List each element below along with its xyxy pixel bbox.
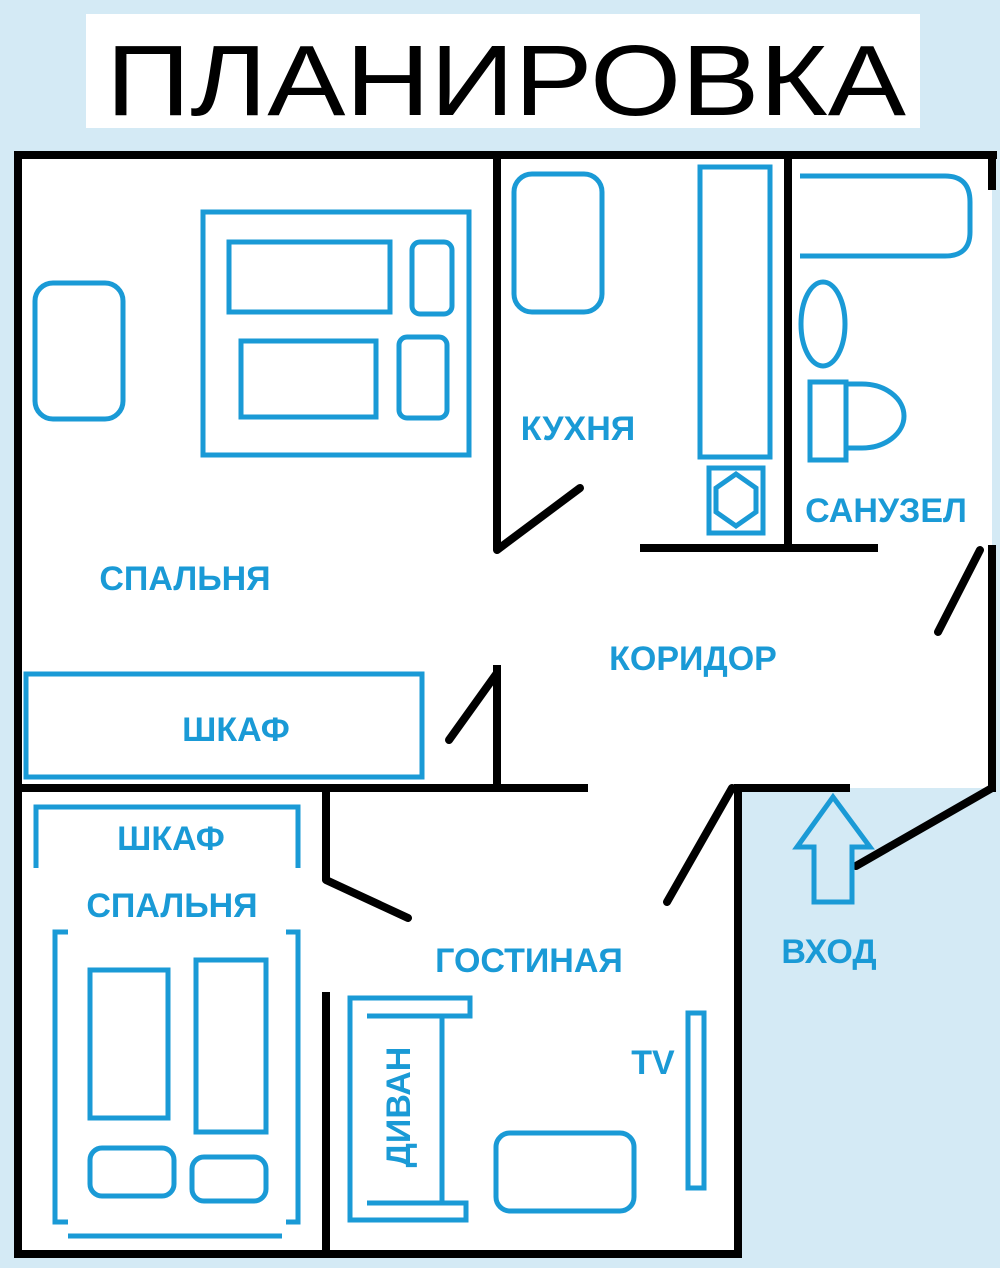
top-bedroom-furniture bbox=[23, 209, 472, 780]
door-bedroom-bottom bbox=[322, 876, 412, 922]
door-kitchen bbox=[493, 484, 584, 554]
bathroom-furniture bbox=[798, 173, 973, 463]
label-wardrobe-bottom: ШКАФ bbox=[117, 820, 225, 858]
bed-cushion bbox=[226, 239, 393, 315]
living-room-furniture bbox=[347, 995, 707, 1223]
wardrobe-bottom bbox=[33, 804, 301, 868]
coffee-table bbox=[493, 1130, 637, 1214]
label-entrance: ВХОД bbox=[781, 933, 876, 971]
bed-frame-right bbox=[286, 929, 301, 1225]
bottom-bedroom-furniture bbox=[33, 804, 301, 1239]
sofa bbox=[347, 995, 473, 1223]
wardrobe bbox=[23, 671, 425, 780]
label-kitchen: КУХНЯ bbox=[521, 410, 635, 448]
entrance-arrow-icon bbox=[792, 792, 875, 905]
bed-frame-left bbox=[52, 929, 68, 1225]
door-entrance bbox=[852, 784, 996, 870]
label-corridor: КОРИДОР bbox=[609, 640, 777, 678]
bedside-table bbox=[32, 280, 126, 422]
toilet-bowl bbox=[843, 381, 907, 451]
door-living-room bbox=[663, 784, 736, 906]
outer-walls bbox=[14, 151, 997, 1258]
label-bedroom-top: СПАЛЬНЯ bbox=[99, 560, 270, 598]
label-sofa: ДИВАН bbox=[380, 1047, 418, 1168]
bathtub bbox=[800, 173, 973, 259]
floor-area bbox=[18, 155, 992, 1254]
kitchen-furniture bbox=[511, 164, 773, 536]
washbasin bbox=[798, 279, 848, 369]
doors bbox=[322, 484, 996, 922]
label-living-room: ГОСТИНАЯ bbox=[435, 942, 623, 980]
door-bedroom-top bbox=[445, 669, 501, 744]
interior-walls bbox=[18, 155, 878, 1254]
label-tv: TV bbox=[631, 1044, 675, 1082]
bed-pillow bbox=[87, 1145, 177, 1199]
bed-pillow bbox=[396, 334, 450, 421]
kitchen-table bbox=[511, 171, 605, 315]
bed-cushion bbox=[238, 338, 379, 420]
label-bedroom-bottom: СПАЛЬНЯ bbox=[86, 887, 257, 925]
bed-pillow bbox=[189, 1154, 269, 1204]
room-labels: СПАЛЬНЯ ШКАФ КУХНЯ САНУЗЕЛ КОРИДОР ШКАФ … bbox=[86, 410, 967, 1167]
bed-cushion bbox=[193, 957, 269, 1135]
bed-pillow bbox=[409, 239, 455, 317]
title-box bbox=[86, 14, 920, 128]
page-title: ПЛАНИРОВКА bbox=[106, 25, 906, 137]
double-bed-frame bbox=[200, 209, 472, 458]
stove bbox=[706, 465, 766, 536]
kitchen-counter bbox=[697, 164, 773, 460]
sofa-inner bbox=[367, 1013, 442, 1206]
tv-stand bbox=[685, 1010, 707, 1191]
label-wardrobe-top: ШКАФ bbox=[182, 711, 290, 749]
door-bathroom bbox=[934, 546, 984, 636]
stove-burner bbox=[713, 470, 759, 530]
bed-cushion bbox=[87, 967, 171, 1121]
label-bathroom: САНУЗЕЛ bbox=[805, 492, 967, 530]
